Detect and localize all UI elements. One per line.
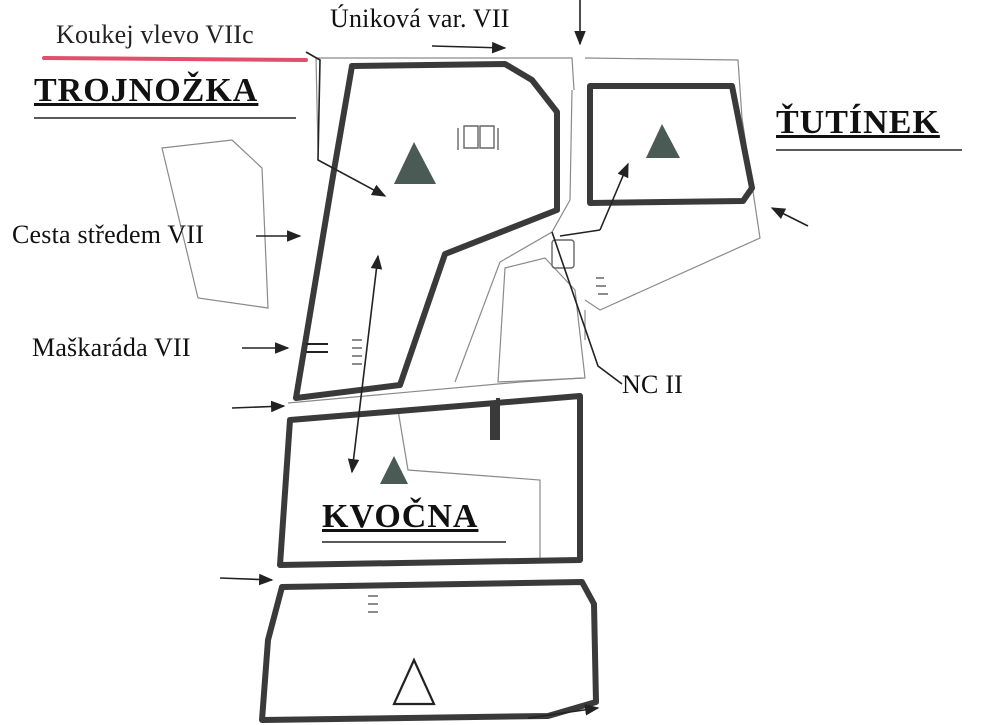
route-label-maskarada: Maškaráda VII xyxy=(32,333,191,362)
highlight-underline xyxy=(42,56,308,62)
left-entry-arrow-1 xyxy=(231,400,286,413)
title-underlines xyxy=(34,117,962,543)
route-label-unikova: Úniková var. VII xyxy=(330,4,510,33)
gap-traverse-arrow xyxy=(347,254,383,474)
tutinek-outline xyxy=(587,83,755,206)
left-ghost-rock xyxy=(161,139,269,309)
tutinek-connector xyxy=(559,229,601,237)
small-symbols xyxy=(306,125,608,613)
tutinek-inner-arrow xyxy=(599,162,629,231)
trojnozka-outline xyxy=(293,61,560,401)
block-title-tutinek: ŤUTÍNEK xyxy=(776,104,940,141)
unikova-route-arrow xyxy=(431,41,507,54)
terrain-thin-lines xyxy=(161,57,761,560)
tutinek-right-arrow xyxy=(770,207,809,227)
anchor-icon xyxy=(551,239,575,269)
bottom-bolts-icon xyxy=(368,595,378,613)
left-entry-arrow-2 xyxy=(219,573,274,586)
summit-book-icon xyxy=(457,125,499,150)
block-title-kvocna: KVOČNA xyxy=(322,498,479,535)
bottom-summit-icon xyxy=(392,657,436,706)
bottom-exit-arrow xyxy=(527,704,600,719)
route-label-koukej: Koukej vlevo VIIc xyxy=(56,20,254,49)
kvocna-notch xyxy=(490,398,500,440)
route-label-nc: NC II xyxy=(622,370,683,399)
belay-bolts-icon xyxy=(596,277,608,295)
kvocna-outline xyxy=(277,393,583,568)
kvocna-summit-icon xyxy=(380,456,408,484)
route-label-cesta: Cesta středem VII xyxy=(12,220,205,249)
block-title-trojnozka: TROJNOŽKA xyxy=(34,72,259,109)
maskarada-bolts-icon xyxy=(352,339,362,365)
inner-pinnacle xyxy=(497,257,586,383)
maskarada-marks xyxy=(306,343,328,353)
route-arrows xyxy=(219,0,809,719)
koukej-route-arrow xyxy=(305,51,387,197)
trojnozka-summit-icon xyxy=(394,142,436,184)
nc-leader-line xyxy=(551,231,623,385)
kvocna-inner-path xyxy=(397,409,541,560)
bottom-block-outline xyxy=(259,579,599,723)
tutinek-summit-icon xyxy=(646,124,680,158)
top-corridor-line xyxy=(315,57,575,151)
rock-outlines xyxy=(259,61,755,723)
summit-markers xyxy=(380,124,680,706)
